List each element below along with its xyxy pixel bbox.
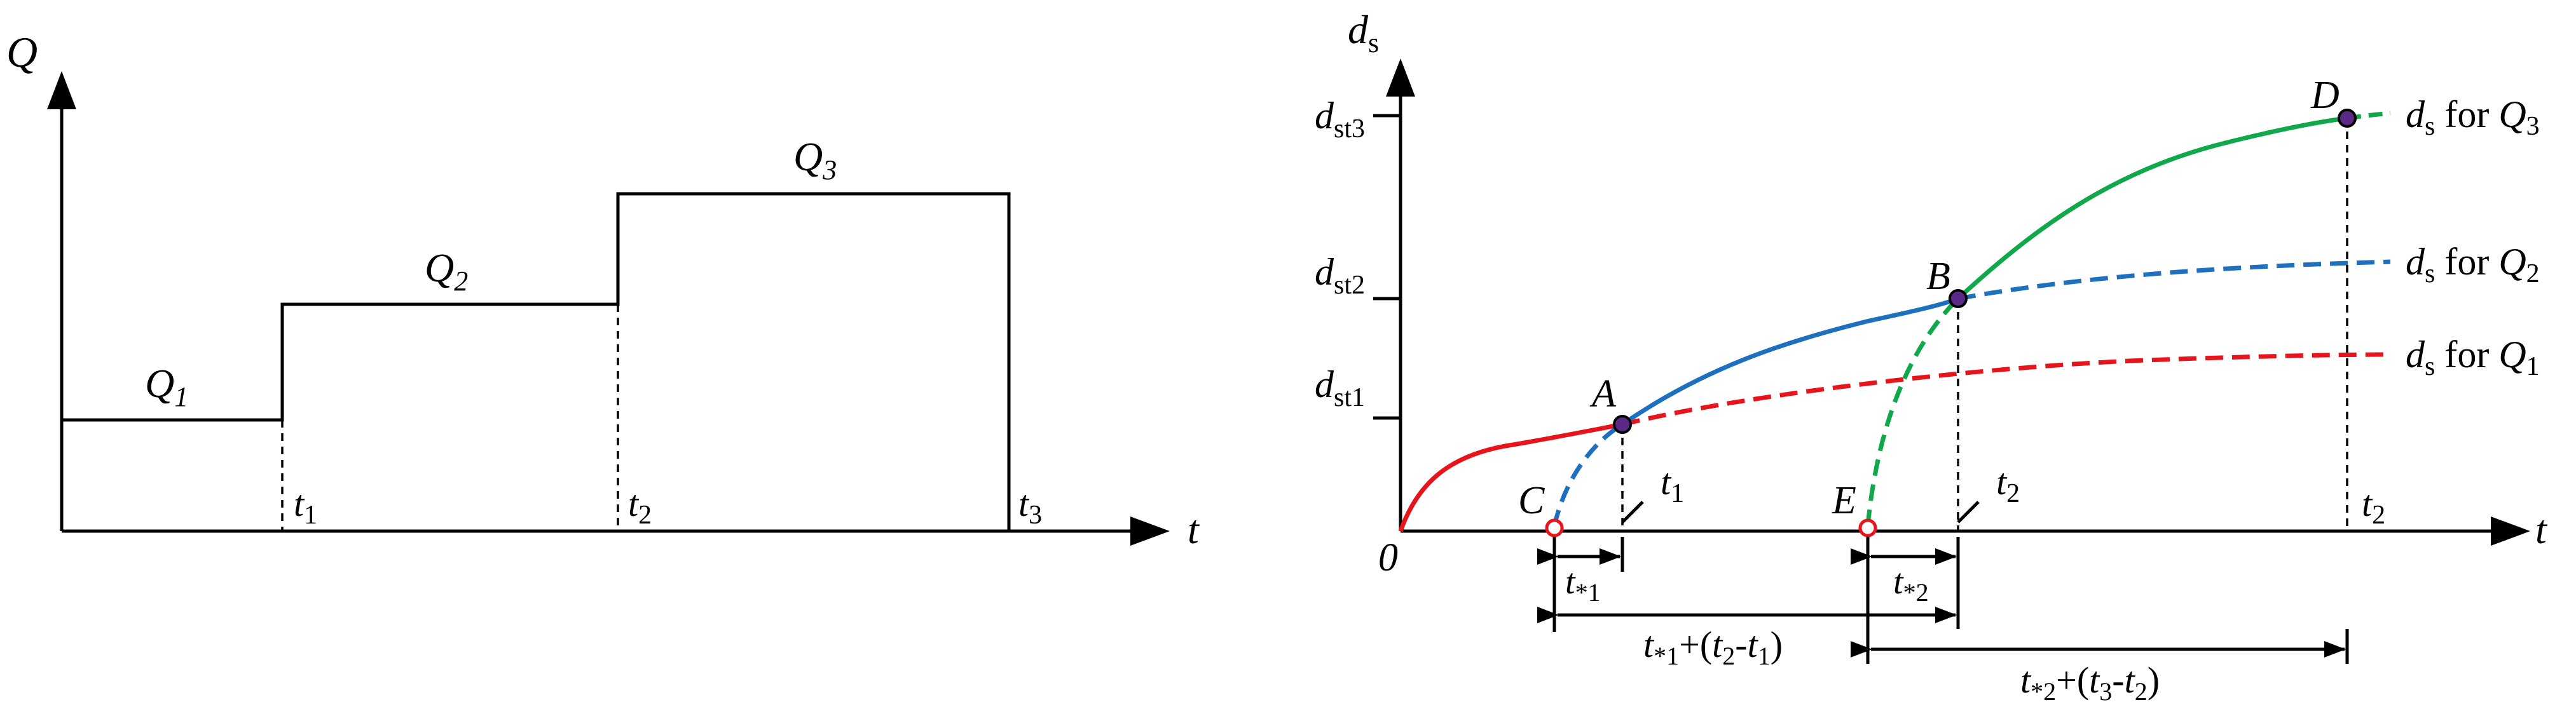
- q1-label: Q1: [145, 361, 188, 412]
- point-b-marker: [1949, 289, 1968, 308]
- q2-dashed-curve: [1957, 259, 2391, 301]
- q2-dashed-start-curve: [1552, 422, 1624, 527]
- right-t1-label: t1: [1661, 461, 1684, 508]
- q3-dashed-start-curve: [1865, 297, 1960, 527]
- right-y-axis-label: ds: [1348, 7, 1379, 58]
- q3-curve-label: ds for Q3: [2406, 93, 2540, 141]
- right-x-axis-label: t: [2535, 507, 2548, 552]
- q3-label: Q3: [793, 134, 837, 186]
- point-b-label: B: [1926, 255, 1950, 298]
- left-x-axis-arrowhead: [1130, 517, 1170, 546]
- t-star2-label: t*2: [1893, 562, 1929, 607]
- left-t3-label: t3: [1018, 483, 1042, 530]
- point-e-marker: [1858, 518, 1877, 537]
- point-c-label: C: [1518, 479, 1545, 522]
- dst2-label: dst2: [1315, 251, 1365, 300]
- t2-slant-tick: [1957, 501, 1980, 523]
- point-d-marker: [2338, 109, 2357, 128]
- point-a-marker: [1613, 415, 1632, 434]
- dst1-label: dst1: [1315, 363, 1365, 412]
- dst3-label: dst3: [1315, 95, 1365, 144]
- left-y-axis-label: Q: [6, 28, 38, 76]
- point-c-marker: [1545, 518, 1564, 537]
- t1-slant-tick: [1621, 501, 1644, 523]
- left-step-diagram: Q t Q1 Q2 Q3 t1 t2 t3: [6, 28, 1200, 552]
- origin-label: 0: [1378, 536, 1398, 579]
- flow-step-line: [62, 192, 1011, 531]
- q3-solid-curve: [1956, 116, 2348, 300]
- right-t2-label: t2: [1996, 461, 2020, 508]
- span1-label: t*1+(t2-t1): [1643, 624, 1783, 670]
- right-x-axis-arrowhead: [2491, 517, 2530, 546]
- q2-solid-curve: [1621, 296, 1959, 426]
- point-a-label: A: [1589, 372, 1617, 415]
- q1-curve-label: ds for Q1: [2406, 334, 2540, 381]
- t-star1-label: t*1: [1565, 562, 1601, 607]
- left-t2-label: t2: [628, 483, 652, 530]
- right-t2b-label: t2: [2362, 483, 2385, 530]
- q2-label: Q2: [425, 245, 468, 297]
- right-drawdown-diagram: ds t 0 dst3 dst2 dst1 A: [1315, 7, 2548, 706]
- left-y-axis-arrowhead: [47, 71, 76, 109]
- q2-curve-label: ds for Q2: [2406, 241, 2540, 288]
- left-x-axis-label: t: [1188, 507, 1200, 552]
- right-y-axis-arrowhead: [1386, 58, 1415, 97]
- point-d-label: D: [2310, 74, 2340, 117]
- span2-label: t*2+(t3-t2): [2020, 659, 2160, 706]
- q1-dashed-curve: [1622, 352, 2391, 427]
- q1-solid-curve: [1398, 422, 1623, 532]
- left-t1-label: t1: [294, 483, 317, 530]
- point-e-label: E: [1832, 479, 1856, 522]
